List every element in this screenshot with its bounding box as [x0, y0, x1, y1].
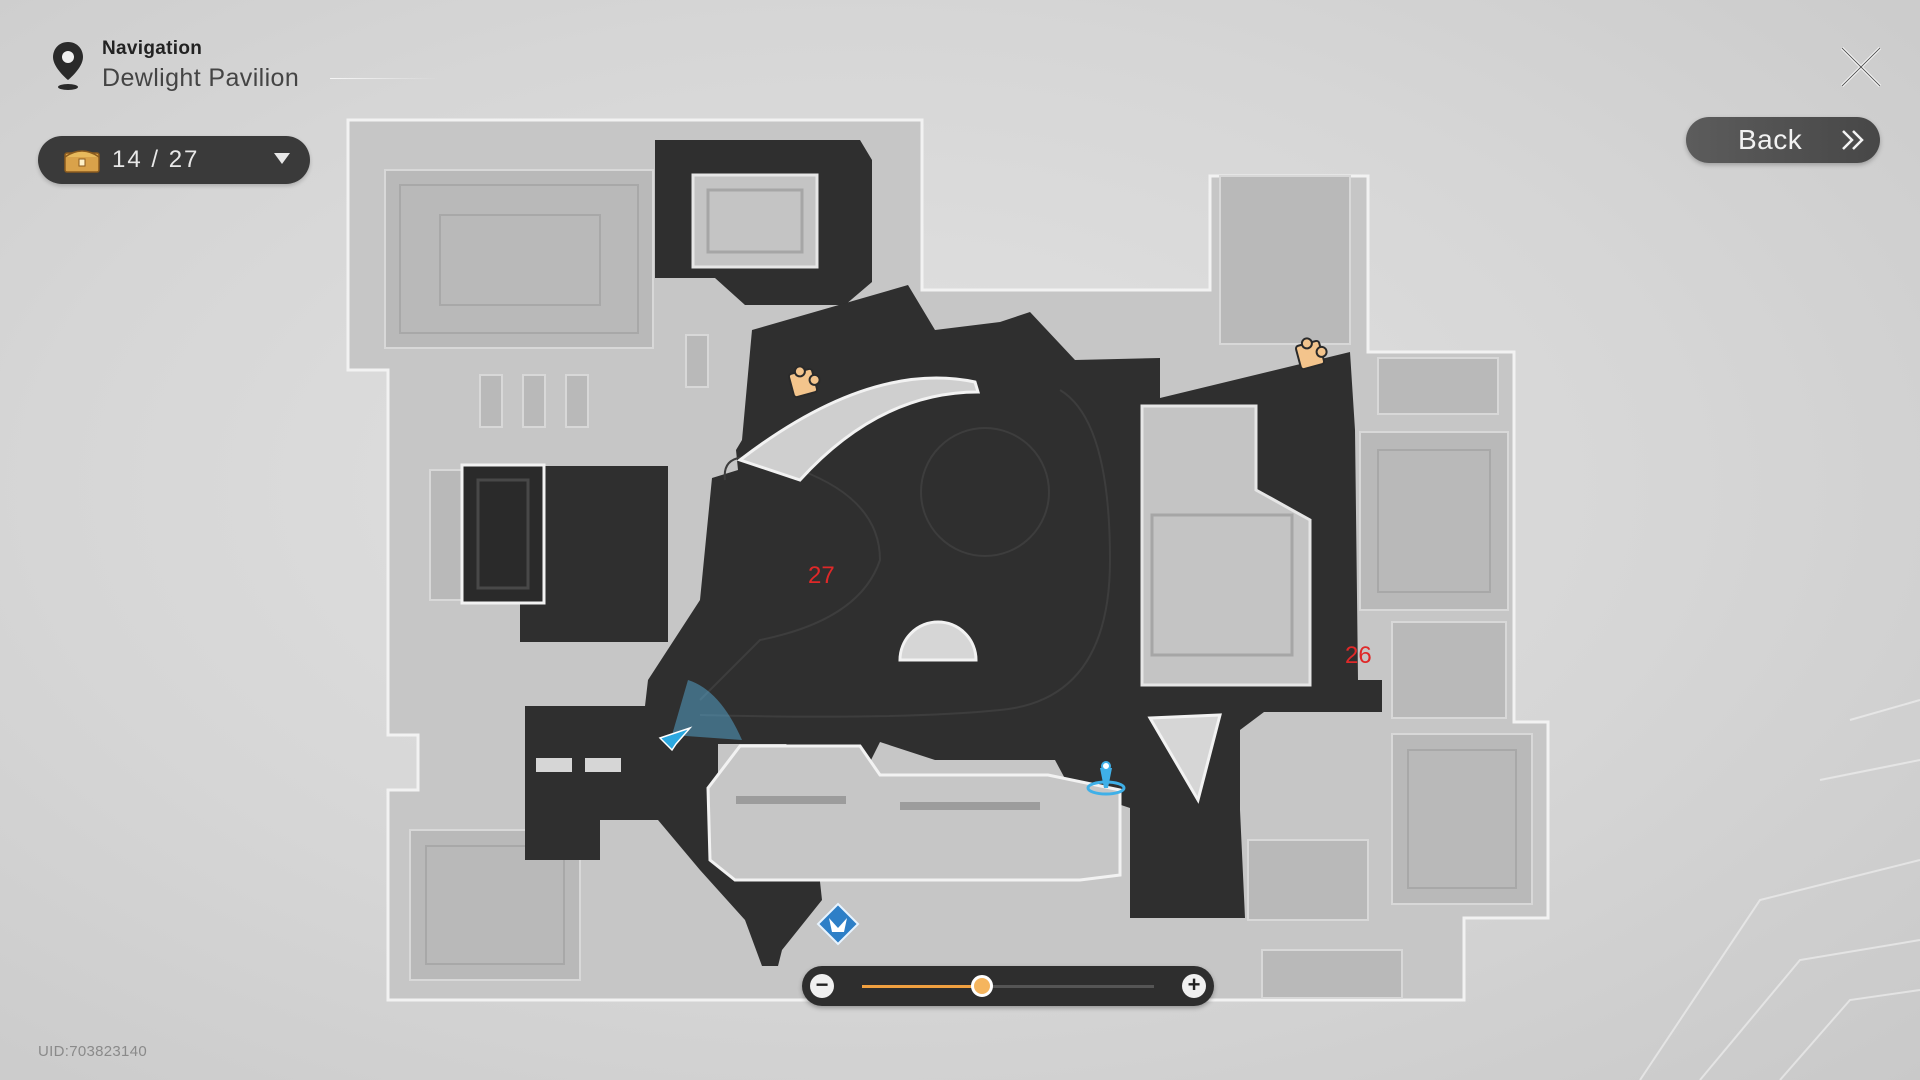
zoom-slider-handle[interactable]: [970, 975, 993, 997]
navigation-text: Navigation Dewlight Pavilion: [102, 38, 299, 93]
back-button[interactable]: Back: [1686, 117, 1880, 163]
treasure-chest-icon: [64, 150, 100, 173]
close-icon[interactable]: [1838, 44, 1884, 90]
zoom-slider-fill: [862, 985, 982, 988]
map-islands: [460, 173, 1312, 882]
caret-down-icon: [274, 153, 290, 164]
puzzle-piece-icon[interactable]: [1294, 334, 1330, 371]
zoom-out-button[interactable]: −: [810, 974, 834, 998]
navigation-label: Navigation: [102, 38, 203, 59]
player-view-cone: [672, 680, 742, 740]
navigation-header: Navigation Dewlight Pavilion: [48, 38, 299, 93]
zoom-in-button[interactable]: +: [1182, 974, 1206, 998]
user-id: UID:703823140: [38, 1043, 147, 1060]
location-pin-icon: [53, 41, 83, 90]
double-chevron-right-icon: [1842, 130, 1864, 150]
treasure-counter-dropdown[interactable]: 14 / 27: [38, 136, 310, 184]
background-city-lines: [1639, 699, 1920, 1080]
treasure-count: 14 / 27: [112, 146, 200, 173]
warp-trotter-icon[interactable]: [816, 902, 860, 946]
floor-label-26: 26: [1345, 642, 1372, 669]
area-name: Dewlight Pavilion: [102, 64, 300, 92]
back-button-label: Back: [1738, 124, 1803, 155]
header-divider: [330, 78, 440, 79]
puzzle-piece-icon[interactable]: [787, 362, 823, 399]
zoom-control: − +: [802, 966, 1214, 1006]
zoom-slider-track[interactable]: [862, 975, 1154, 997]
floor-label-27: 27: [808, 562, 835, 589]
player-arrow-icon: [658, 726, 693, 752]
space-anchor-icon[interactable]: [1086, 761, 1126, 796]
